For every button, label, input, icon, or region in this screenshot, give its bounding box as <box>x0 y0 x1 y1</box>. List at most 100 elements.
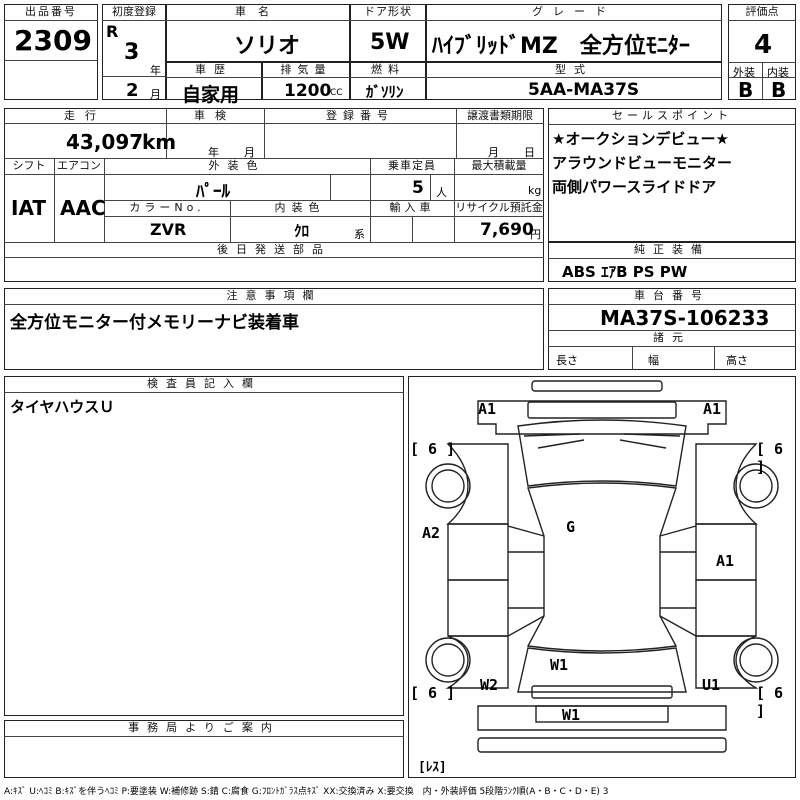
capacity-unit: 人 <box>436 186 447 199</box>
sales-line: アラウンドビューモニター <box>552 154 733 172</box>
notes: 全方位モニター付メモリーナビ装着車 <box>10 313 299 333</box>
damage-diagram <box>408 376 796 778</box>
year-unit: 年 <box>150 64 161 77</box>
sales-line: ★オークションデビュー★ <box>552 130 729 148</box>
inspection-label: 車検 <box>194 109 236 122</box>
door-label: ドア形状 <box>364 5 412 18</box>
interior-grade: B <box>771 78 787 102</box>
interior-color-label: 内装色 <box>274 201 326 214</box>
inspection-year-unit: 年 <box>208 146 219 159</box>
inspector-label: 検査員記入欄 <box>147 377 261 390</box>
notes-box <box>4 288 544 370</box>
ac: AAC <box>60 196 106 220</box>
color-no-label: カラーNo. <box>129 201 205 214</box>
transfer-label: 譲渡書類期限 <box>467 109 533 122</box>
exterior-color: ﾊﾟｰﾙ <box>196 182 230 202</box>
door-type: 5W <box>370 30 410 55</box>
sales-point-box <box>548 108 796 242</box>
tire-front-right: [ 6 ] <box>756 440 784 476</box>
exterior-label: 外装 <box>733 66 755 79</box>
color-no: ZVR <box>150 220 187 239</box>
shift: IAT <box>11 196 47 220</box>
mark-a1-left: A1 <box>478 400 497 418</box>
mark-a1-right: A1 <box>703 400 722 418</box>
displacement-label: 排気量 <box>280 63 332 76</box>
month-unit: 月 <box>150 88 161 101</box>
fuel-label: 燃料 <box>371 63 405 76</box>
reg-no-label: 登録番号 <box>326 109 394 122</box>
ac-label: エアコン <box>57 159 101 172</box>
mark-w1-rear: W1 <box>550 656 569 674</box>
equipment: ABS ｴｱB PS PW <box>562 263 688 281</box>
first-registration-box <box>102 4 166 100</box>
notes-label: 注意事項欄 <box>226 289 322 302</box>
score: 4 <box>754 30 773 60</box>
interior-label: 内装 <box>767 66 789 79</box>
height-label: 高さ <box>726 354 748 367</box>
grade-box <box>426 4 722 62</box>
grade: ﾊｲﾌﾞﾘｯﾄﾞMZ 全方位ﾓﾆﾀｰ <box>432 34 690 59</box>
door-box <box>350 4 426 62</box>
mark-a2-left: A2 <box>422 524 441 542</box>
history-label: 車歴 <box>195 63 233 76</box>
vehicle-info-block <box>4 108 544 282</box>
chassis-number: MA37S-106233 <box>600 306 770 330</box>
recycle-label: リサイクル預託金 <box>455 201 543 214</box>
later-parts-label: 後日発送部品 <box>217 243 331 256</box>
mileage: 43,097 <box>66 130 144 154</box>
displacement: 1200 <box>284 81 332 101</box>
displacement-unit: CC <box>330 88 343 98</box>
tire-rear-left: [ 6 ] <box>410 684 456 702</box>
interior-color-unit: 系 <box>354 228 365 241</box>
fuel-box <box>350 62 426 100</box>
chassis-box <box>548 288 796 370</box>
model: 5AA-MA37S <box>528 80 640 100</box>
inspection-month-unit: 月 <box>244 146 255 159</box>
transfer-day-unit: 日 <box>524 146 535 159</box>
reg-year: 3 <box>124 40 140 65</box>
first-registration-label: 初度登録 <box>112 5 156 18</box>
recycle-fee: 7,690 <box>480 220 534 240</box>
reg-month: 2 <box>126 80 139 101</box>
transfer-month-unit: 月 <box>488 146 499 159</box>
office-label: 事務局よりご案内 <box>128 721 280 734</box>
capacity: 5 <box>412 178 424 198</box>
legend: A:ｷｽﾞ U:ﾍｺﾐ B:ｷｽﾞを伴うﾍｺﾐ P:要塗装 W:補修跡 S:錆 … <box>4 787 609 797</box>
car-name-box <box>166 4 350 62</box>
displacement-box <box>262 62 350 100</box>
width-label: 幅 <box>648 354 659 367</box>
chassis-label: 車台番号 <box>634 289 710 302</box>
lot-number-box <box>4 4 98 100</box>
shift-label: シフト <box>12 159 46 172</box>
grade-label: グレード <box>532 5 616 18</box>
load-unit: kg <box>528 184 542 197</box>
inspector-box <box>4 376 404 716</box>
load-label: 最大積載量 <box>471 159 527 172</box>
fuel: ｶﾞｿﾘﾝ <box>366 83 404 101</box>
car-outline-diagram <box>425 380 779 753</box>
office-box <box>4 720 404 778</box>
equipment-box <box>548 242 796 282</box>
mileage-label: 走行 <box>64 109 106 122</box>
mark-w1-bumper: W1 <box>562 706 581 724</box>
mark-g-roof: G <box>566 518 576 536</box>
import-label: 輸入車 <box>389 201 435 214</box>
spec-label: 諸元 <box>653 331 691 344</box>
score-label: 評価点 <box>745 5 779 18</box>
inspector-note: タイヤハウスＵ <box>10 398 115 416</box>
lot-number: 2309 <box>14 24 92 57</box>
capacity-label: 乗車定員 <box>388 159 436 172</box>
sales-point-label: セールスポイント <box>612 109 732 122</box>
car-name-label: 車名 <box>235 5 281 18</box>
car-name: ソリオ <box>234 34 301 59</box>
mark-a1-side: A1 <box>716 552 735 570</box>
spare-tire-mark: [ﾚｽ] <box>418 760 447 775</box>
history: 自家用 <box>182 84 240 106</box>
tire-front-left: [ 6 ] <box>410 440 456 458</box>
model-box <box>426 62 722 100</box>
color-label: 外装色 <box>208 159 266 172</box>
mileage-unit: km <box>142 130 177 154</box>
history-box <box>166 62 262 100</box>
interior-color: ｸﾛ <box>294 222 310 240</box>
tire-rear-right: [ 6 ] <box>756 684 784 720</box>
